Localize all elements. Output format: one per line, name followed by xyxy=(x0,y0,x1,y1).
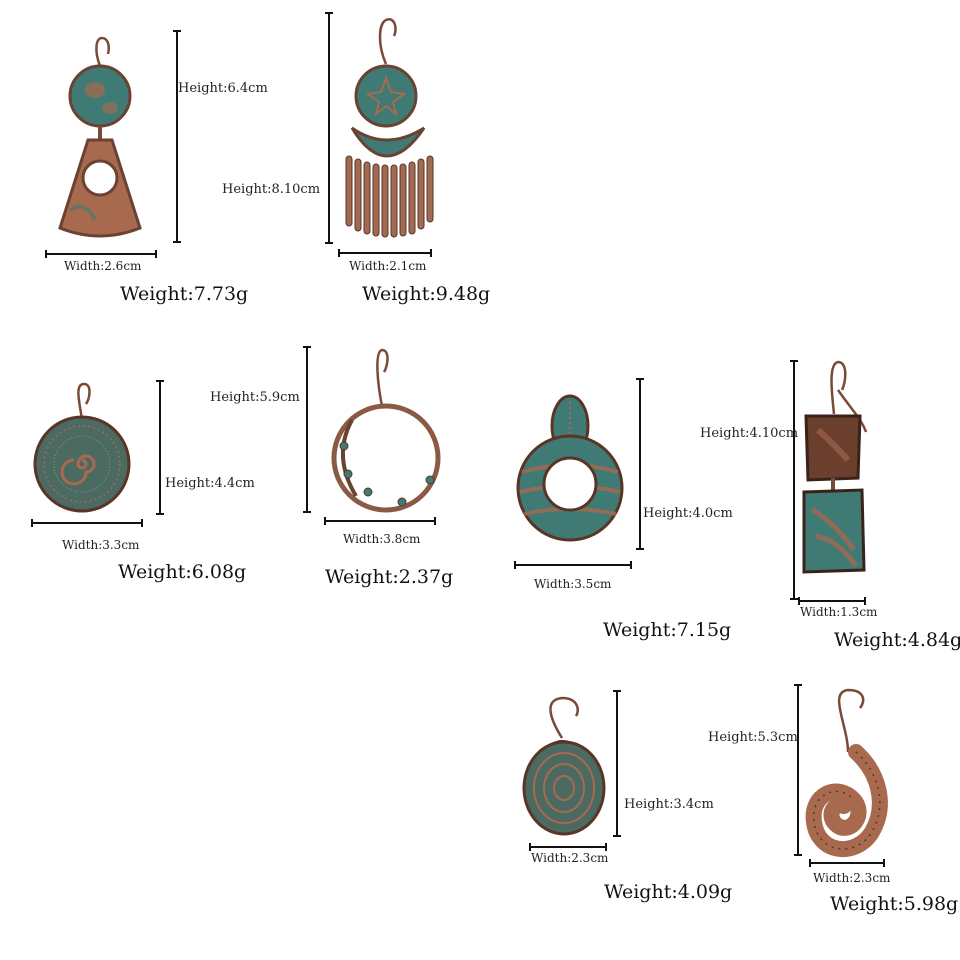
earring-5-height-bar xyxy=(636,378,644,550)
earring-3-height-label: Height:4.4cm xyxy=(165,476,255,491)
earring-4-weight: Weight:2.37g xyxy=(325,566,454,588)
earring-6-width-bar xyxy=(798,597,866,605)
earring-1-weight: Weight:7.73g xyxy=(120,283,249,305)
earring-6-height-label: Height:4.10cm xyxy=(700,426,799,441)
earring-5-weight: Weight:7.15g xyxy=(603,619,732,641)
earring-5-image xyxy=(516,394,624,542)
earring-6-width-label: Width:1.3cm xyxy=(800,605,878,619)
earring-7-width-bar xyxy=(529,843,607,851)
earring-5-height-label: Height:4.0cm xyxy=(643,506,733,521)
earring-5-width-label: Width:3.5cm xyxy=(534,577,612,591)
earring-1-width-bar xyxy=(45,250,157,258)
earring-3-width-label: Width:3.3cm xyxy=(62,538,140,552)
earring-8-image xyxy=(805,688,888,858)
earring-4-image xyxy=(331,348,441,513)
earring-7-height-label: Height:3.4cm xyxy=(624,797,714,812)
earring-3-weight: Weight:6.08g xyxy=(118,561,247,583)
earring-7-width-label: Width:2.3cm xyxy=(531,851,609,865)
earring-8-width-bar xyxy=(809,859,885,867)
earring-2-height-bar xyxy=(325,12,333,244)
earring-8-width-label: Width:2.3cm xyxy=(813,871,891,885)
earring-6-image xyxy=(802,360,868,574)
earring-2-image xyxy=(345,17,434,238)
earring-8-height-label: Height:5.3cm xyxy=(708,730,798,745)
earring-3-height-bar xyxy=(156,380,164,515)
earring-1-height-bar xyxy=(173,30,181,243)
earring-7-weight: Weight:4.09g xyxy=(604,881,733,903)
earring-2-height-label: Height:8.10cm xyxy=(222,182,321,197)
earring-1-image xyxy=(58,36,142,238)
earring-2-width-label: Width:2.1cm xyxy=(349,259,427,273)
earring-3-width-bar xyxy=(31,519,143,527)
earring-5-width-bar xyxy=(514,561,632,569)
earring-1-width-label: Width:2.6cm xyxy=(64,259,142,273)
earring-1-height-label: Height:6.4cm xyxy=(178,81,268,96)
earring-8-weight: Weight:5.98g xyxy=(830,893,959,915)
earring-6-weight: Weight:4.84g xyxy=(834,629,960,651)
earring-8-height-bar xyxy=(794,684,802,856)
earring-2-width-bar xyxy=(338,249,432,257)
earring-2-weight: Weight:9.48g xyxy=(362,283,491,305)
earring-3-image xyxy=(33,382,131,513)
earring-4-width-label: Width:3.8cm xyxy=(343,532,421,546)
earring-4-width-bar xyxy=(324,517,436,525)
earring-7-image xyxy=(522,696,606,836)
earring-4-height-bar xyxy=(303,346,311,513)
earring-7-height-bar xyxy=(613,690,621,837)
earring-6-height-bar xyxy=(790,360,798,600)
earring-4-height-label: Height:5.9cm xyxy=(210,390,300,405)
